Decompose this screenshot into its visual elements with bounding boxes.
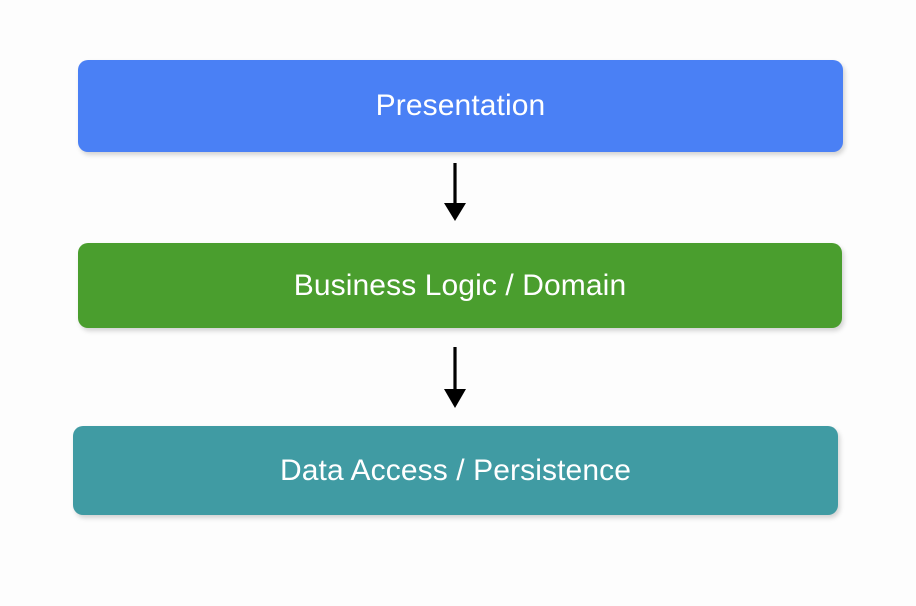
arrow-presentation-to-business-logic	[444, 163, 466, 221]
node-presentation-label: Presentation	[375, 89, 546, 122]
arrowhead-icon	[444, 389, 466, 408]
arrow-business-logic-to-data-access	[444, 347, 466, 408]
node-business-logic-label: Business Logic / Domain	[293, 268, 627, 302]
node-data-access[interactable]: Data Access / Persistence	[73, 426, 838, 515]
node-data-access-label: Data Access / Persistence	[280, 453, 631, 487]
node-business-logic[interactable]: Business Logic / Domain	[78, 243, 842, 328]
arrowhead-icon	[444, 203, 466, 221]
node-presentation[interactable]: Presentation	[78, 60, 843, 152]
